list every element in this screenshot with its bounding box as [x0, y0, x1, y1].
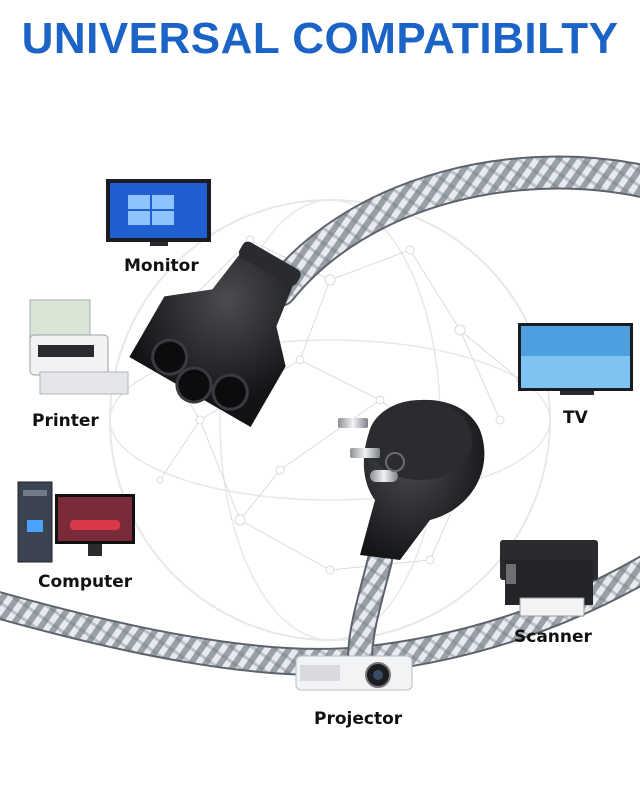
c5-connector-plug [129, 241, 301, 427]
scanner-device [500, 540, 598, 617]
device-label-projector: Projector [314, 709, 403, 729]
computer-device [17, 481, 135, 563]
monitor-device [106, 179, 211, 246]
us-three-prong-plug [338, 399, 485, 560]
headline: UNIVERSAL COMPATIBILTY [21, 14, 619, 63]
device-label-printer: Printer [32, 411, 99, 431]
tv-device [518, 323, 633, 395]
projector-device [295, 655, 413, 691]
device-label-scanner: Scanner [514, 627, 592, 647]
device-label-computer: Computer [38, 572, 133, 592]
printer-device [29, 299, 129, 395]
device-label-tv: TV [563, 408, 588, 428]
device-label-monitor: Monitor [124, 256, 199, 276]
